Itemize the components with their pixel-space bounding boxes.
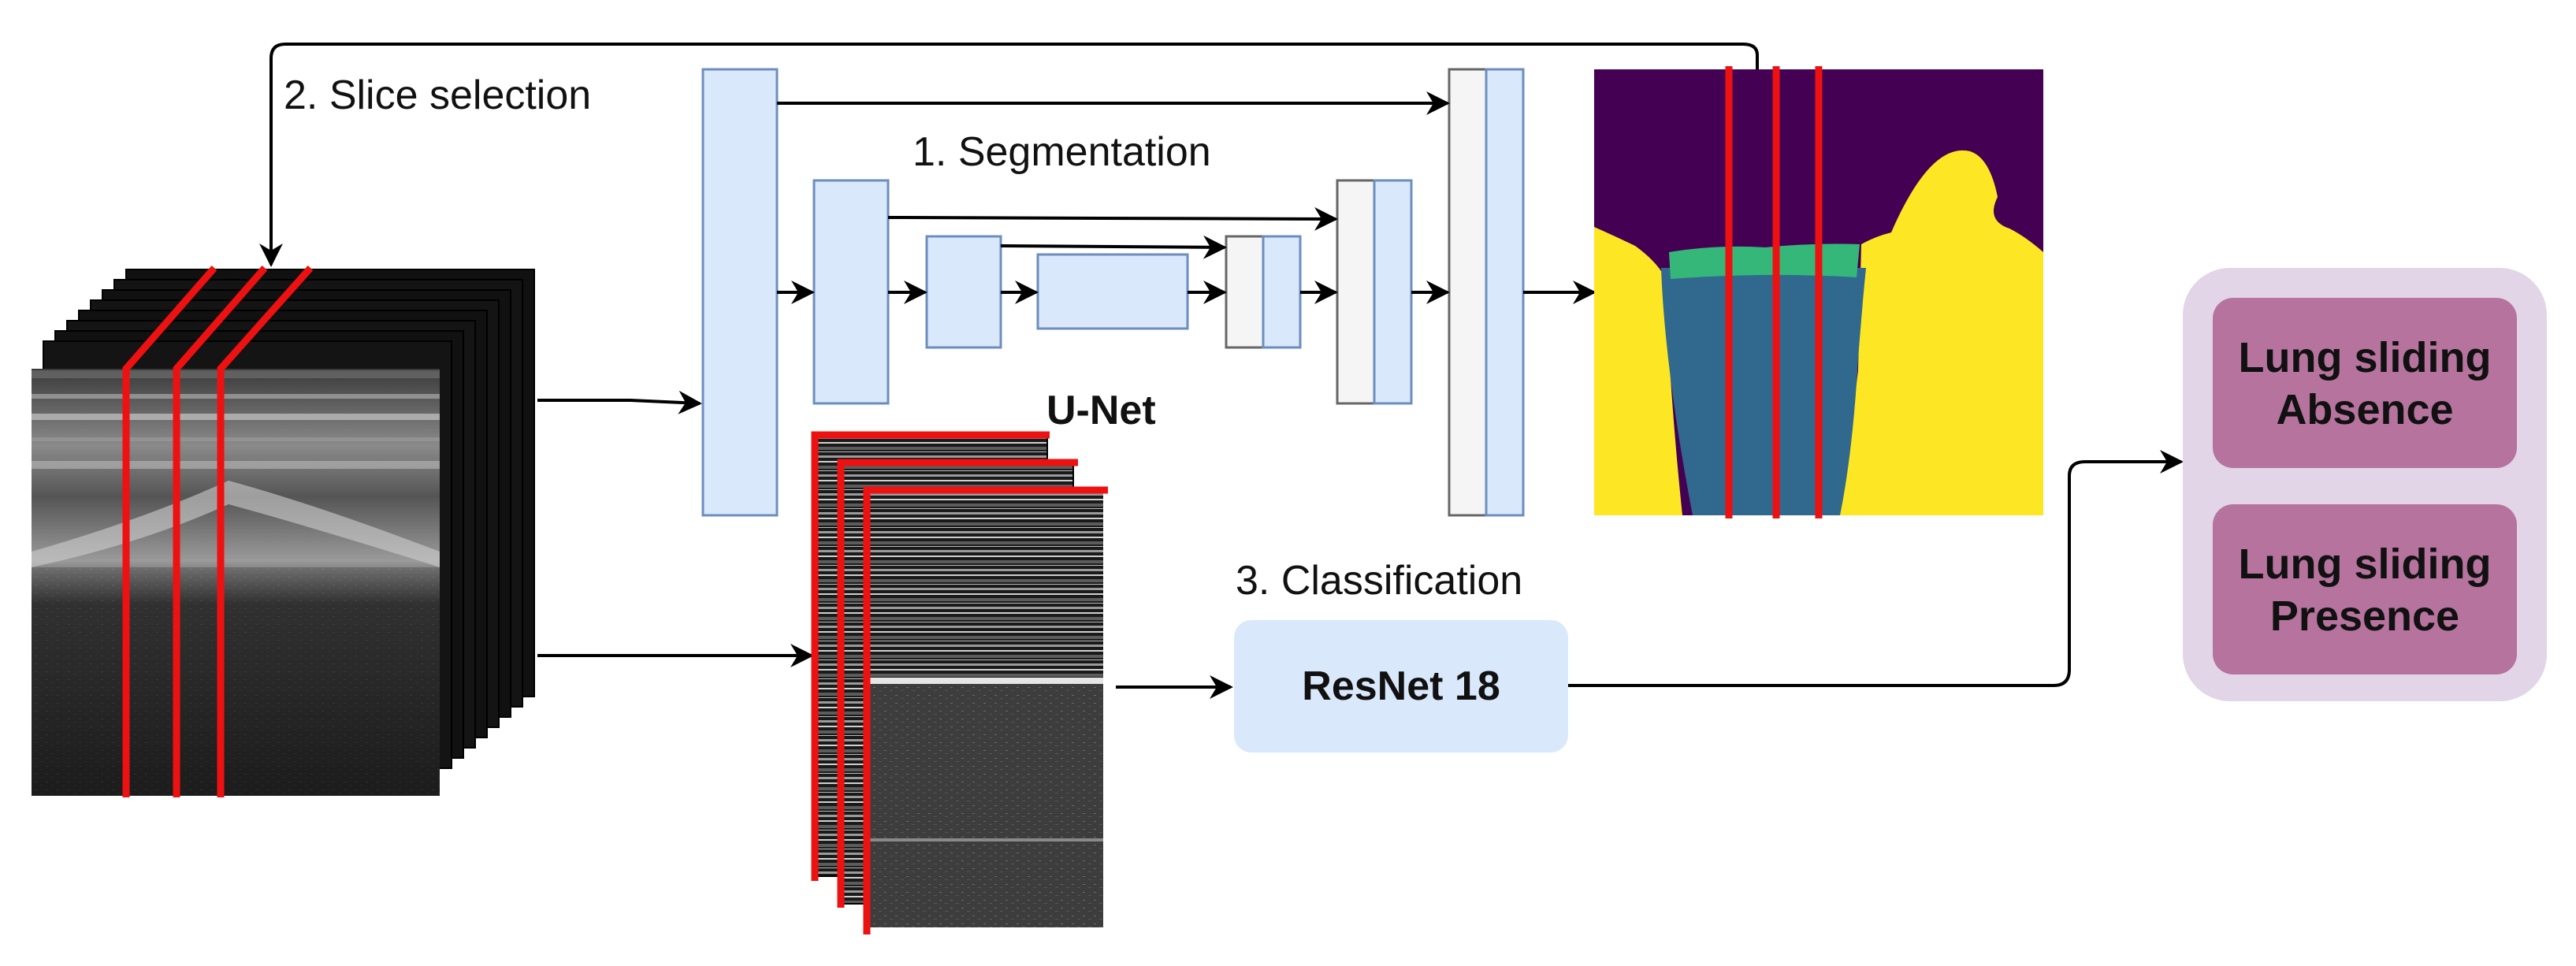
output-presence: Lung sliding Presence: [2213, 504, 2517, 674]
unet-label: U-Net: [1046, 388, 1156, 433]
unet-decoder-skip-2: [1336, 179, 1376, 405]
classification-label: 3. Classification: [1236, 558, 1522, 604]
unet-network: [701, 68, 1597, 517]
volume-to-unet-arrow: [537, 390, 702, 414]
resnet-label: ResNet 18: [1302, 663, 1500, 709]
output-presence-line2: Presence: [2270, 593, 2459, 640]
unet-encoder-block-1: [701, 68, 779, 517]
resnet-to-output-arrow: [1568, 450, 2184, 687]
output-presence-line1: Lung sliding: [2239, 541, 2492, 588]
m-mode-slice-borders: [811, 431, 1108, 934]
output-absence-line1: Lung sliding: [2239, 334, 2492, 381]
output-absence: Lung sliding Absence: [2213, 298, 2517, 468]
m-mode-image-stack-icon: [814, 434, 1103, 927]
output-absence-line2: Absence: [2276, 386, 2453, 433]
unet-decoder-skip-1: [1448, 68, 1488, 517]
unet-encoder-block-2: [812, 179, 890, 405]
segmentation-label: 1. Segmentation: [913, 129, 1211, 175]
ultrasound-volume-stack-icon: [32, 269, 535, 796]
unet-decoder-block-2: [1373, 179, 1413, 405]
unet-decoder-block-1: [1485, 68, 1525, 517]
slice-selection-label: 2. Slice selection: [284, 72, 591, 118]
unet-decoder-skip-3: [1225, 235, 1265, 349]
mask-slice-lines: [1725, 66, 1823, 518]
unet-decoder-block-3: [1262, 235, 1302, 349]
resnet-box: [1234, 620, 1568, 752]
slice-selection-arrow: [259, 43, 1759, 267]
unet-encoder-block-3: [925, 235, 1002, 349]
unet-bottleneck-block: [1036, 253, 1189, 330]
slice-lines: [122, 266, 314, 797]
